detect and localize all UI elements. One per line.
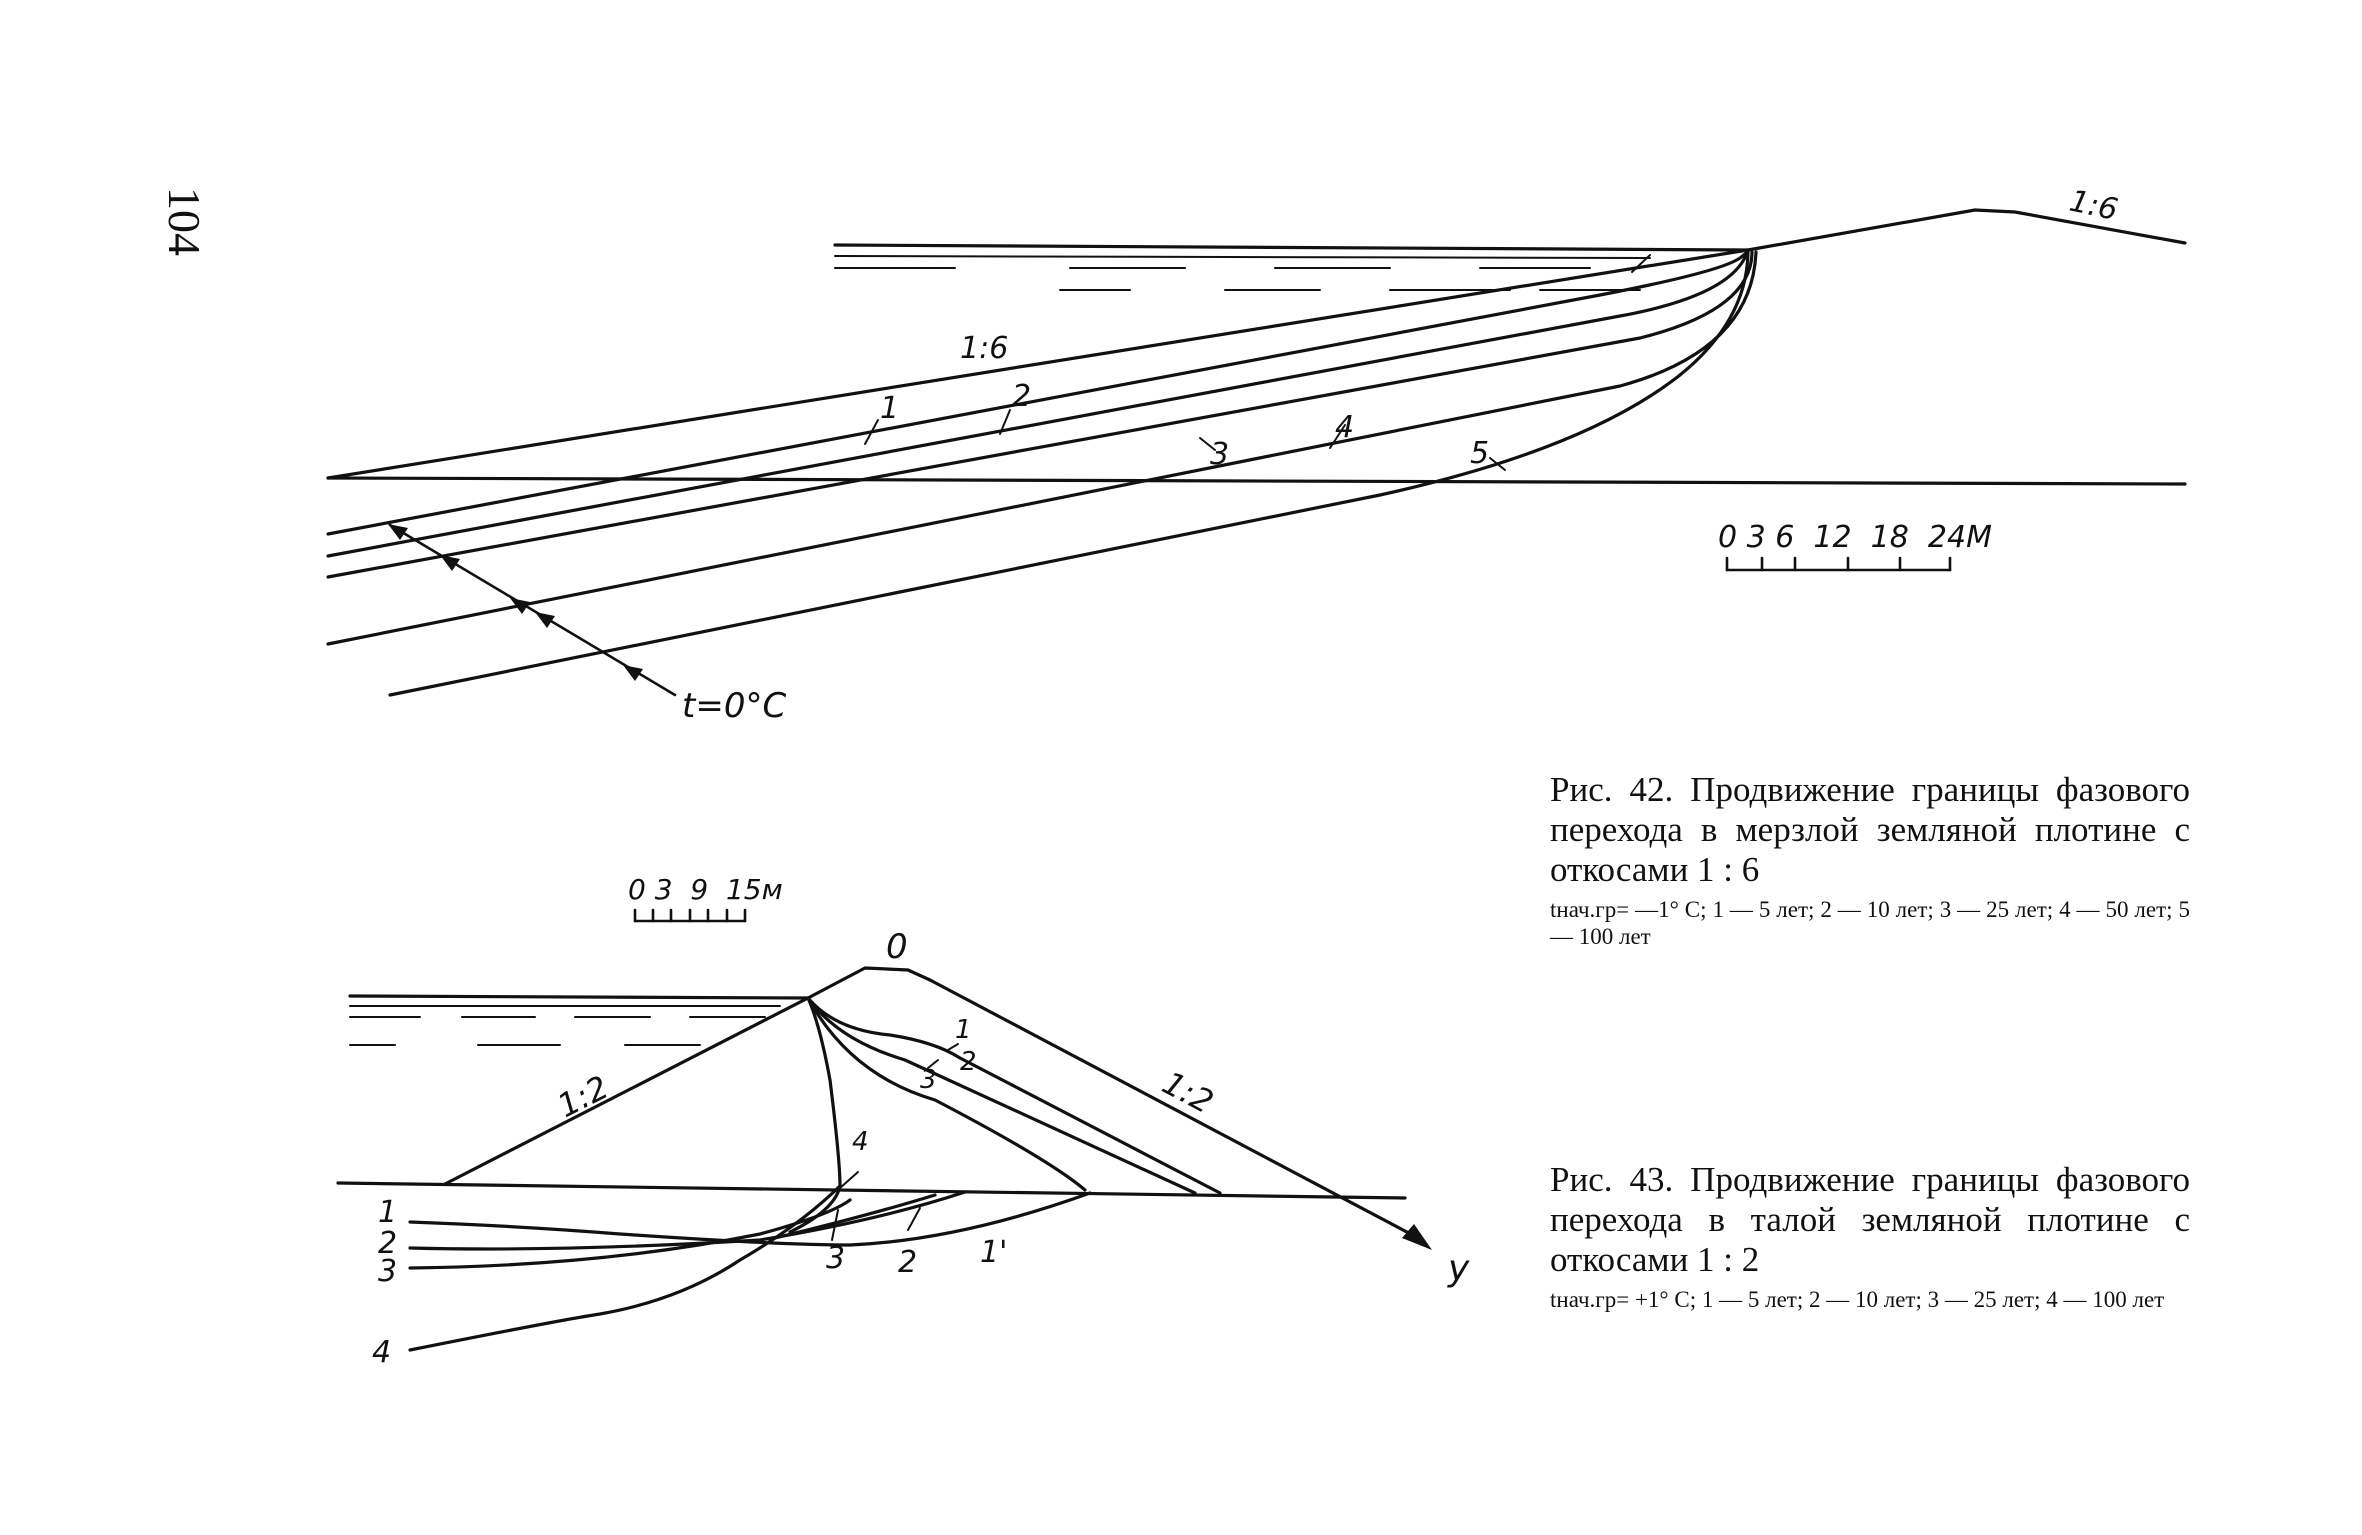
phase-curve-43-4 <box>788 996 842 1234</box>
figure-43-labels: 0 1:2 1:2 y 1 2 3 4 1 2 3 4 3 2 1' 0 3 9… <box>372 873 1470 1370</box>
left-curve-label-4: 4 <box>372 1335 391 1370</box>
water-dashes-43 <box>349 1016 766 1046</box>
phase-curve-2 <box>326 248 1750 558</box>
curve-label-3: 3 <box>1210 437 1229 472</box>
left-curve-label-3: 3 <box>378 1254 397 1289</box>
water-surface-line-43 <box>348 994 810 1000</box>
arrow-heads <box>388 524 643 681</box>
phase-curve-43-below-3 <box>408 1198 852 1270</box>
figure-43-caption-legend: tнач.гр= +1° С; 1 — 5 лет; 2 — 10 лет; 3… <box>1550 1287 2165 1312</box>
phase-curve-1 <box>326 248 1750 536</box>
phase-curve-43-inner-2 <box>773 1193 937 1240</box>
label-leaders <box>864 409 1506 471</box>
dam-crest-43 <box>806 966 932 1000</box>
bottom-curve-label-2: 2 <box>898 1245 917 1280</box>
origin-label: 0 <box>886 927 908 967</box>
ground-line <box>326 476 2187 486</box>
figure-42-caption: Рис. 42. Продвижение границы фазового пе… <box>1550 770 2190 950</box>
figure-43-caption: Рис. 43. Продвижение границы фазового пе… <box>1550 1160 2190 1313</box>
slope-label-downstream-42: 1:6 <box>2066 184 2121 228</box>
inner-curve-label-4: 4 <box>852 1127 869 1157</box>
upstream-slope-43 <box>443 996 810 1186</box>
y-axis-line <box>928 978 1424 1242</box>
phase-curve-43-1 <box>806 996 1222 1195</box>
bottom-curve-label-3: 3 <box>826 1241 845 1276</box>
scale-bar-43 <box>633 908 747 923</box>
inner-curve-label-1: 1 <box>955 1015 972 1045</box>
scale-bar-42 <box>1725 556 1952 572</box>
label-leaders-43 <box>831 1043 959 1241</box>
inner-curve-label-2: 2 <box>960 1047 977 1077</box>
water-dashes <box>834 254 1651 291</box>
inner-curve-label-3: 3 <box>920 1065 937 1095</box>
scale-label-43: 0 3 9 15м <box>628 873 783 906</box>
slope-label-downstream-43: 1:2 <box>1156 1064 1219 1122</box>
bottom-curve-label-1prime: 1' <box>980 1235 1007 1270</box>
ground-line-43 <box>336 1181 1407 1200</box>
water-surface-line <box>833 243 1750 252</box>
phase-curve-3 <box>326 250 1754 579</box>
curve-label-5: 5 <box>1470 436 1489 471</box>
phase-curve-43-below-4 <box>408 1184 842 1352</box>
slope-label-upstream-42: 1:6 <box>960 331 1008 366</box>
slope-label-upstream-43: 1:2 <box>551 1068 614 1125</box>
phase-curve-43-below-2 <box>408 1190 967 1251</box>
figure-42-caption-title: Рис. 42. Продвижение границы фазового пе… <box>1550 770 2190 889</box>
curve-label-4: 4 <box>1335 410 1354 445</box>
scale-label-42: 0 3 6 12 18 24М <box>1718 520 1992 555</box>
left-curve-label-2: 2 <box>378 1226 397 1261</box>
phase-curve-5 <box>388 248 1750 697</box>
left-curve-label-1: 1 <box>378 1195 397 1230</box>
figure-42-caption-legend: tнач.гр= —1° С; 1 — 5 лет; 2 — 10 лет; 3… <box>1550 897 2190 949</box>
curve-label-1: 1 <box>880 391 899 426</box>
upstream-slope-line <box>326 248 1750 480</box>
phase-curve-43-3 <box>806 996 1087 1192</box>
figure-43-drawing <box>336 908 1432 1352</box>
phase-curve-43-below-1 <box>408 1191 1092 1247</box>
figure-42-drawing <box>326 208 2187 697</box>
y-axis-arrow <box>1402 1224 1432 1250</box>
dam-crest-profile <box>1746 208 2187 252</box>
water-surface-line-2 <box>834 255 1651 259</box>
isotherm-label: t=0°C <box>682 686 786 726</box>
axis-label-y: y <box>1447 1248 1470 1289</box>
figure-42-labels: 1:6 1:6 1 2 3 4 5 t=0°C 0 3 6 12 18 24М <box>682 184 2121 726</box>
curve-label-2: 2 <box>1012 379 1031 414</box>
figure-43-caption-title: Рис. 43. Продвижение границы фазового пе… <box>1550 1160 2190 1279</box>
phase-curve-43-2 <box>806 996 1197 1195</box>
